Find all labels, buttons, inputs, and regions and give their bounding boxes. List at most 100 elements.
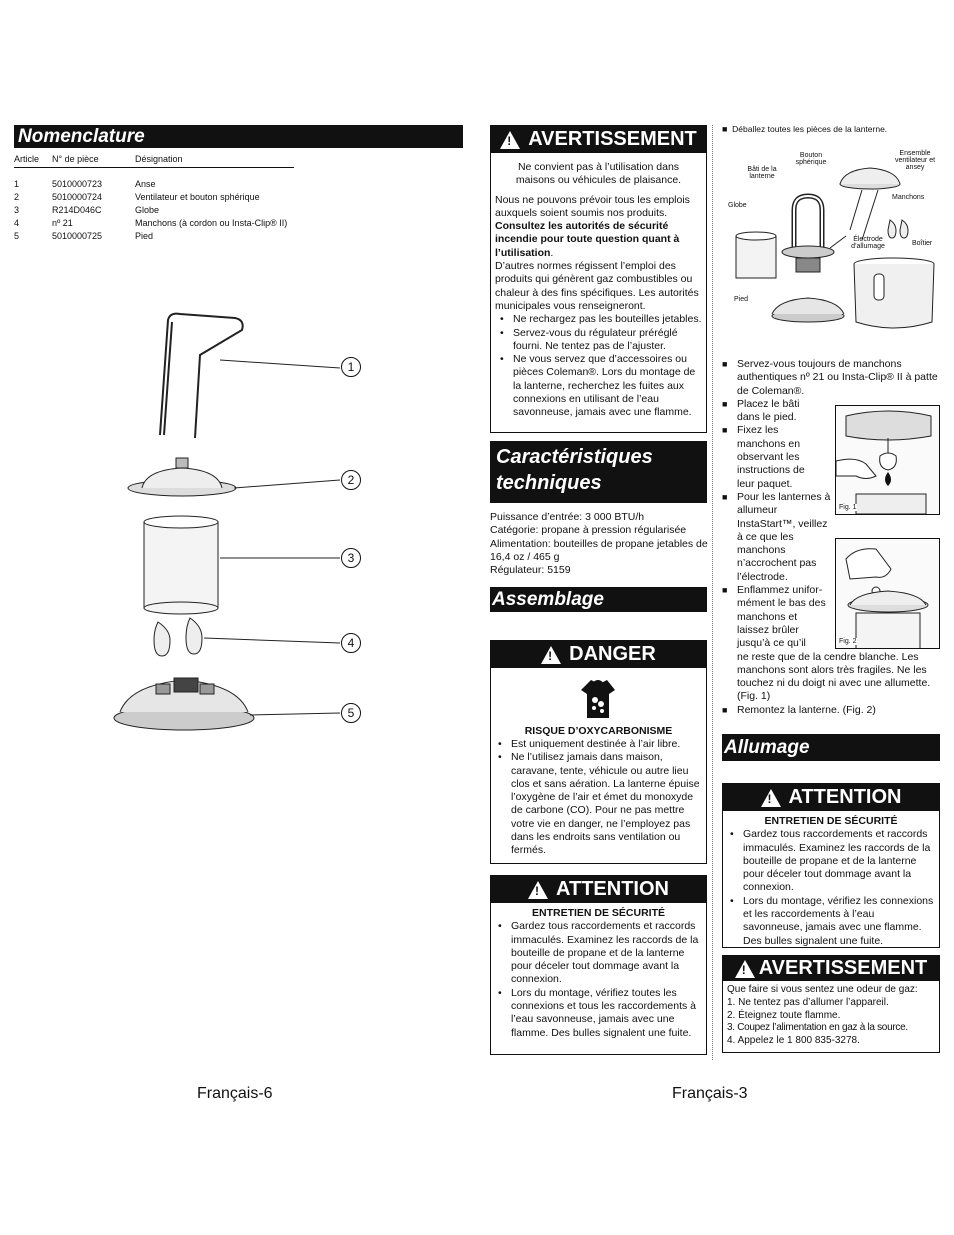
table-row: 2 5010000724 Ventilateur et bouton sphér… [14, 191, 314, 204]
column-divider [712, 125, 713, 1060]
list-item: 3. Coupez l’alimentation en gaz à la sou… [727, 1022, 908, 1034]
list-item: 1. Ne tentez pas d’allumer l’appareil. [727, 996, 889, 1008]
fig2-label: Fig. 2 [839, 638, 857, 645]
attention-box-1: ATTENTION ENTRETIEN DE SÉCURITÉ Gardez t… [490, 875, 707, 1055]
figure-2: Fig. 2 [835, 538, 940, 649]
callout-3: 3 [341, 548, 361, 568]
row-part: 5010000724 [52, 192, 103, 202]
warning-triangle-icon [500, 130, 521, 149]
warning-triangle-icon [760, 788, 781, 807]
parts-table-header: Article N° de pièce Désignation [14, 154, 294, 168]
header-part-no: N° de pièce [52, 154, 99, 164]
list-item: 2. Éteignez toute flamme. [727, 1009, 841, 1021]
assemblage-title: Assemblage [490, 587, 707, 612]
globe-drawing [143, 515, 219, 615]
header-designation: Désignation [135, 154, 183, 164]
attention-list: Gardez tous raccordements et raccords im… [723, 828, 939, 948]
row-desc: Anse [135, 179, 156, 189]
fig1-label: Fig. 1 [839, 504, 857, 511]
avertissement-body: Nous ne pouvons prévoir tous les emplois… [491, 194, 706, 420]
avertissement-p1-end: . [550, 246, 554, 259]
specs-list: Puissance d’entrée: 3 000 BTU/h Catégori… [490, 511, 710, 577]
label-bati: Bâti de la lanterne [747, 166, 777, 180]
row-desc: Pied [135, 231, 154, 241]
attention-box-2: ATTENTION ENTRETIEN DE SÉCURITÉ Gardez t… [722, 783, 940, 948]
page-number-left: Français-6 [197, 1085, 273, 1102]
list-item: Remontez la lanterne. (Fig. 2) [722, 704, 942, 718]
unpack-text: Déballez toutes les pièces de la lantern… [732, 124, 888, 134]
avertissement-title: AVERTISSEMENT [528, 128, 697, 150]
list-item: Servez-vous toujours de manchons authent… [722, 358, 942, 398]
page-number-right: Français-3 [672, 1085, 748, 1102]
assembly-steps: Servez-vous toujours de manchons authent… [722, 358, 942, 717]
label-electrode: Électrode d’allumage [851, 236, 885, 250]
step5-continued: ne reste que de la cendre blanche. Les m… [737, 650, 931, 703]
danger-box: DANGER RISQUE D’OXYCARBONISME Est unique… [490, 640, 707, 864]
list-item: Gardez tous raccordements et raccords im… [725, 828, 935, 894]
avertissement-title: AVERTISSEMENT [758, 957, 928, 979]
attention-subtitle: ENTRETIEN DE SÉCURITÉ [531, 907, 665, 919]
list-item: Ne rechargez pas les bouteilles jetables… [495, 313, 702, 327]
avertissement-p1-bold: Consultez les autorités de sécurité ince… [495, 220, 680, 259]
avertissement-list: Ne rechargez pas les bouteilles jetables… [495, 313, 702, 419]
avertissement2-body: Que faire si vous sentez une odeur de ga… [723, 981, 939, 1051]
label-manchons: Manchons [892, 194, 925, 201]
row-part: nº 21 [52, 218, 73, 228]
row-part: 5010000725 [52, 231, 103, 241]
spec-line: Régulateur: 5159 [490, 564, 571, 577]
table-row: 1 5010000723 Anse [14, 178, 314, 191]
warning-triangle-icon [541, 645, 562, 664]
allumage-title: Allumage [722, 734, 940, 761]
row-item: 5 [14, 231, 20, 241]
header-article: Article [14, 154, 40, 164]
table-row: 3 R214D046C Globe [14, 204, 314, 217]
label-globe: Globe [728, 202, 747, 209]
parts-table: 1 5010000723 Anse 2 5010000724 Ventilate… [14, 178, 314, 243]
danger-list: Est uniquement destinée à l’air libre. N… [493, 738, 700, 858]
attention-title-bar: ATTENTION [491, 876, 706, 903]
callout-1: 1 [341, 357, 361, 377]
row-desc: Ventilateur et bouton sphérique [135, 192, 260, 202]
fig2-drawing [845, 548, 929, 648]
avertissement-title-bar: AVERTISSEMENT [491, 126, 706, 153]
list-item: Lors du montage, vérifiez toutes les con… [493, 987, 700, 1040]
attention-title: ATTENTION [556, 878, 669, 900]
list-item: Enflammez unifor-mément le bas des manch… [722, 584, 942, 704]
specs-title: Caractéristiques techniques [490, 441, 707, 503]
list-item: Placez le bâti dans le pied. [722, 398, 822, 425]
danger-title-bar: DANGER [491, 641, 706, 668]
avertissement-box-1: AVERTISSEMENT Ne convient pas à l’utilis… [490, 125, 707, 433]
attention-title-bar: ATTENTION [723, 784, 939, 811]
ventilator-drawing [127, 457, 237, 497]
mantles-drawing [153, 617, 203, 657]
nomenclature-title: Nomenclature [14, 125, 463, 148]
list-item: Ne l’utilisez jamais dans maison, carava… [493, 751, 700, 857]
label-boitier: Boîtier [912, 240, 933, 247]
handle-drawing [159, 312, 244, 439]
row-item: 1 [14, 179, 20, 189]
attention-list: Gardez tous raccordements et raccords im… [491, 920, 706, 1040]
row-part: R214D046C [52, 205, 102, 215]
danger-subtitle: RISQUE D’OXYCARBONISME [524, 725, 673, 737]
callout-2: 2 [341, 470, 361, 490]
avertissement-p1: Nous ne pouvons prévoir tous les emplois… [495, 193, 690, 219]
avertissement-p2: D’autres normes régissent l’emploi des p… [495, 260, 699, 312]
list-item: Servez-vous du régulateur préréglé fourn… [495, 327, 702, 354]
row-item: 2 [14, 192, 20, 202]
list-item: 4. Appelez le 1 800 835-3278. [727, 1035, 860, 1047]
row-desc: Globe [135, 205, 160, 215]
spec-line: Catégorie: propane à pression régularisé… [490, 524, 687, 537]
gas-odor-intro: Que faire si vous sentez une odeur de ga… [727, 984, 918, 995]
base-drawing [113, 677, 255, 731]
lantern-diagram-drawing [735, 167, 935, 329]
list-item: Fixez les manchons en observant les inst… [722, 424, 822, 490]
spec-line: Puissance d’entrée: 3 000 BTU/h [490, 511, 645, 523]
list-item: Gardez tous raccordements et raccords im… [493, 920, 700, 986]
label-ensemble: Ensemble ventilateur et ansey [894, 150, 936, 171]
row-part: 5010000723 [52, 179, 103, 189]
unpack-step: ■ Déballez toutes les pièces de la lante… [722, 124, 888, 134]
step5-text: Enflammez unifor-mément le bas des manch… [737, 584, 826, 650]
exploded-parts-illustration [113, 312, 341, 731]
label-bouton: Bouton sphérique [795, 152, 827, 166]
attention-title: ATTENTION [788, 786, 902, 808]
